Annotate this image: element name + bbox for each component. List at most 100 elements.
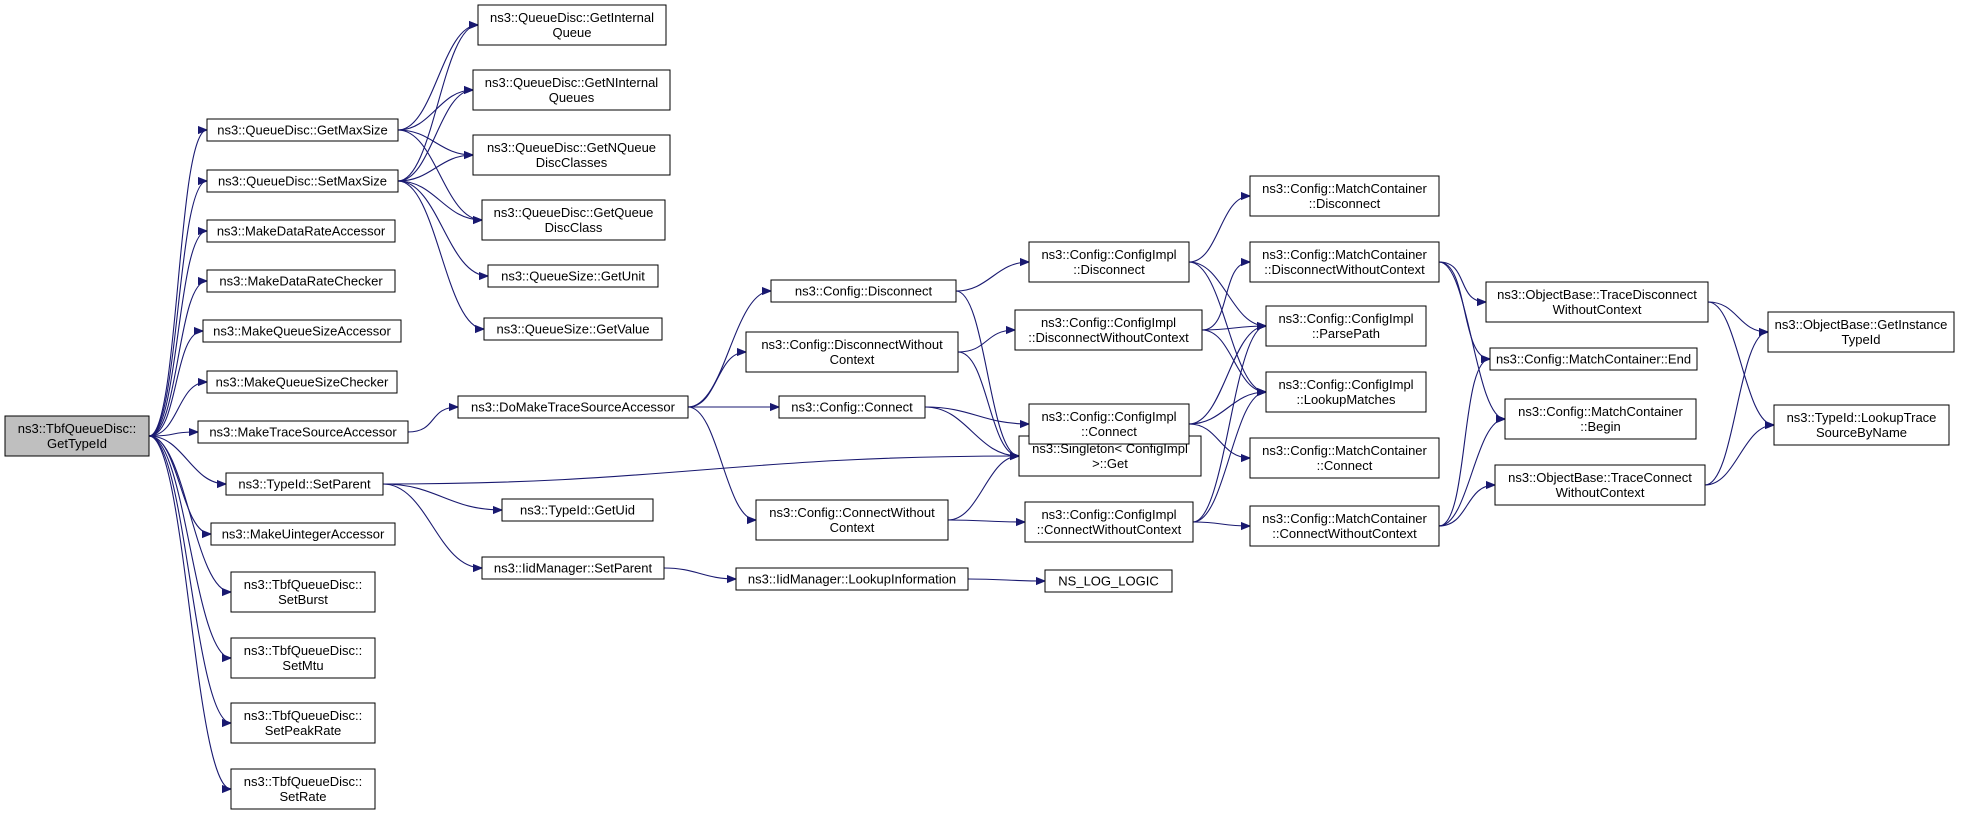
node-config-disconnect[interactable]: ns3::Config::Disconnect [770,279,957,303]
node-box [1489,347,1698,371]
node-label: ns3::Config::MatchContainer [1262,443,1427,458]
node-queue-size-get-value[interactable]: ns3::QueueSize::GetValue [483,317,663,341]
node-impl-parse-path[interactable]: ns3::Config::ConfigImpl::ParsePath [1265,305,1427,347]
edge-config-disconnect-to-impl-disconnect [955,262,1029,292]
node-label: ::Disconnect [1073,262,1145,277]
node-box [501,498,654,522]
node-set-peak-rate[interactable]: ns3::TbfQueueDisc::SetPeakRate [230,702,376,744]
node-label: ::Begin [1580,419,1620,434]
node-label: ::Disconnect [1309,196,1381,211]
node-label: ::ConnectWithoutContext [1272,526,1417,541]
node-set-burst[interactable]: ns3::TbfQueueDisc::SetBurst [230,571,376,613]
node-get-max-size[interactable]: ns3::QueueDisc::GetMaxSize [206,118,399,142]
node-box [230,702,376,744]
call-nodes: ns3::TbfQueueDisc::GetTypeId ns3::QueueDi… [4,4,1955,810]
node-ns-log-logic[interactable]: NS_LOG_LOGIC [1044,569,1173,593]
node-label: ns3::TbfQueueDisc:: [244,577,363,592]
node-label: TypeId [1841,332,1880,347]
node-mc-disconnect-without-context[interactable]: ns3::Config::MatchContainer::DisconnectW… [1249,241,1440,283]
edge-do-make-trace-source-accessor-to-config-disconnect-without-context [687,352,746,408]
node-root[interactable]: ns3::TbfQueueDisc::GetTypeId [4,415,150,457]
node-label: ns3::Singleton< ConfigImpl [1032,441,1188,456]
node-label: ns3::QueueDisc::SetMaxSize [218,174,387,189]
node-box [472,69,671,111]
node-type-id-get-uid[interactable]: ns3::TypeId::GetUid [501,498,654,522]
node-box [1044,569,1173,593]
node-ob-trace-disconnect[interactable]: ns3::ObjectBase::TraceDisconnectWithoutC… [1485,281,1709,323]
node-impl-connect-without-context[interactable]: ns3::Config::ConfigImpl::ConnectWithoutC… [1024,501,1194,543]
node-impl-disconnect[interactable]: ns3::Config::ConfigImpl::Disconnect [1028,241,1190,283]
edge-config-connect-without-context-to-singleton-get [947,456,1019,521]
node-type-id-set-parent[interactable]: ns3::TypeId::SetParent [225,472,384,496]
node-impl-disconnect-without-context[interactable]: ns3::Config::ConfigImpl::DisconnectWitho… [1014,309,1203,351]
node-mc-begin[interactable]: ns3::Config::MatchContainer::Begin [1504,398,1697,440]
node-set-rate[interactable]: ns3::TbfQueueDisc::SetRate [230,768,376,810]
node-set-max-size[interactable]: ns3::QueueDisc::SetMaxSize [206,169,399,193]
node-label: ns3::TypeId::SetParent [238,477,371,492]
node-make-data-rate-checker[interactable]: ns3::MakeDataRateChecker [206,269,396,293]
edge-ob-trace-disconnect-to-type-id-lookup-trace-source-by-name [1707,301,1775,425]
node-label: ns3::QueueDisc::GetNQueue [487,140,656,155]
edge-root-to-set-mtu [148,435,232,658]
node-impl-connect[interactable]: ns3::Config::ConfigImpl::Connect [1028,403,1190,445]
node-mc-end[interactable]: ns3::Config::MatchContainer::End [1489,347,1698,371]
node-label: ns3::Config::MatchContainer [1262,511,1427,526]
node-iid-set-parent[interactable]: ns3::IidManager::SetParent [481,556,665,580]
node-box [472,134,671,176]
node-label: SetMtu [282,658,323,673]
node-box [1485,281,1709,323]
edge-impl-disconnect-without-context-to-mc-disconnect-without-context [1201,262,1251,331]
edge-type-id-set-parent-to-iid-set-parent [382,483,482,568]
node-box [1265,305,1427,347]
node-make-data-rate-accessor[interactable]: ns3::MakeDataRateAccessor [206,219,396,243]
node-label: ns3::Config::MatchContainer [1262,181,1427,196]
node-make-queue-size-accessor[interactable]: ns3::MakeQueueSizeAccessor [202,319,402,343]
node-config-disconnect-without-context[interactable]: ns3::Config::DisconnectWithoutContext [745,331,959,373]
node-box [1249,505,1440,547]
edge-mc-connect-without-context-to-ob-trace-connect [1438,485,1495,527]
node-box [778,395,926,419]
node-label: DiscClasses [536,155,608,170]
node-box [206,219,396,243]
edge-impl-connect-without-context-to-impl-parse-path [1192,326,1267,523]
node-impl-lookup-matches[interactable]: ns3::Config::ConfigImpl::LookupMatches [1265,371,1427,413]
edge-do-make-trace-source-accessor-to-config-connect-without-context [687,406,757,520]
node-do-make-trace-source-accessor[interactable]: ns3::DoMakeTraceSourceAccessor [457,395,689,419]
node-label: ns3::Config::Connect [791,400,913,415]
node-box [1249,241,1440,283]
node-iid-lookup-information[interactable]: ns3::IidManager::LookupInformation [735,567,969,591]
node-set-mtu[interactable]: ns3::TbfQueueDisc::SetMtu [230,637,376,679]
node-box [210,522,396,546]
node-queue-size-get-unit[interactable]: ns3::QueueSize::GetUnit [487,264,659,288]
edge-root-to-make-queue-size-accessor [148,331,204,437]
node-label: ns3::QueueDisc::GetQueue [494,205,654,220]
node-config-connect[interactable]: ns3::Config::Connect [778,395,926,419]
edge-impl-connect-without-context-to-impl-lookup-matches [1192,392,1267,523]
edge-ob-trace-connect-to-ob-get-instance-type-id [1704,332,1769,486]
node-label: WithoutContext [1553,302,1642,317]
edge-set-max-size-to-get-internal-queue [397,25,479,182]
node-make-queue-size-checker[interactable]: ns3::MakeQueueSizeChecker [206,370,398,394]
edge-root-to-make-data-rate-accessor [148,231,208,437]
edge-set-max-size-to-queue-size-get-value [397,180,484,329]
edge-set-max-size-to-get-queue-disc-class [397,180,482,220]
edge-config-connect-to-impl-connect [924,406,1029,424]
node-mc-connect-without-context[interactable]: ns3::Config::MatchContainer::ConnectWith… [1249,505,1440,547]
node-make-trace-source-accessor[interactable]: ns3::MakeTraceSourceAccessor [197,420,409,444]
node-label: Context [830,352,875,367]
node-ob-trace-connect[interactable]: ns3::ObjectBase::TraceConnectWithoutCont… [1494,464,1706,506]
edge-config-disconnect-without-context-to-singleton-get [957,351,1020,456]
node-config-connect-without-context[interactable]: ns3::Config::ConnectWithoutContext [755,499,949,541]
node-make-uinteger-accessor[interactable]: ns3::MakeUintegerAccessor [210,522,396,546]
edge-impl-disconnect-to-impl-parse-path [1188,261,1266,326]
node-mc-disconnect[interactable]: ns3::Config::MatchContainer::Disconnect [1249,175,1440,217]
node-mc-connect[interactable]: ns3::Config::MatchContainer::Connect [1249,437,1440,479]
node-label: ns3::QueueDisc::GetInternal [490,10,654,25]
